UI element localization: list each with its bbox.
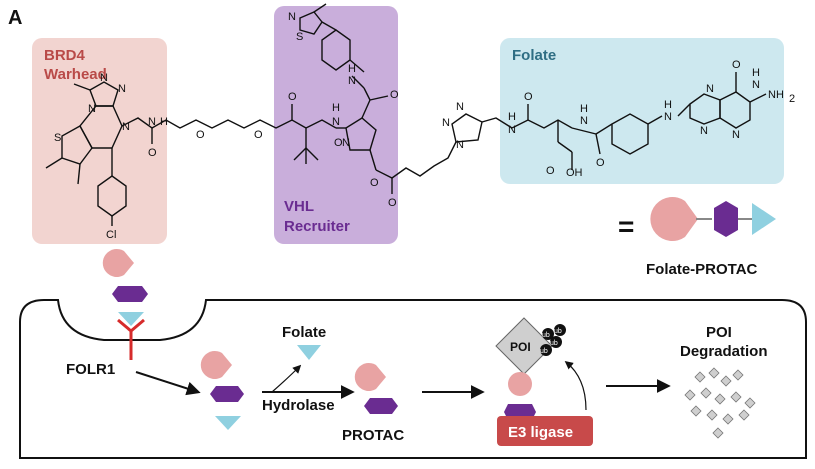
svg-text:N: N	[348, 75, 356, 87]
svg-text:N: N	[456, 139, 464, 151]
protac-pacman-icon	[354, 363, 386, 391]
e3-ligase-label: E3 ligase	[508, 424, 573, 441]
svg-text:N: N	[342, 137, 350, 149]
svg-text:O: O	[254, 129, 263, 141]
svg-text:Cl: Cl	[106, 229, 116, 241]
cell-membrane	[19, 299, 807, 459]
e3-ligase-box	[497, 416, 593, 446]
svg-text:H: H	[752, 67, 760, 79]
poi-fragments	[684, 367, 756, 439]
protac-label: PROTAC	[342, 427, 404, 444]
legend-triangle-icon	[752, 203, 776, 235]
svg-text:N: N	[88, 103, 96, 115]
svg-text:H: H	[664, 99, 672, 111]
vhl-region	[274, 6, 398, 244]
ub-icon	[554, 324, 566, 336]
vhl-title-line1: VHL	[284, 198, 314, 215]
folr1-label: FOLR1	[66, 361, 115, 378]
released-folate-triangle-icon	[297, 345, 321, 360]
svg-text:2: 2	[789, 93, 795, 105]
svg-text:N: N	[732, 129, 740, 141]
panel-letter: A	[8, 7, 22, 29]
legend-equals: =	[618, 211, 634, 242]
arrow-ubiquitination	[564, 360, 587, 411]
svg-text:N: N	[288, 11, 296, 23]
svg-text:O: O	[148, 147, 157, 159]
ub-icon	[540, 344, 552, 356]
svg-text:N: N	[700, 125, 708, 137]
svg-text:O: O	[388, 197, 397, 209]
ub-label: ub	[550, 340, 558, 347]
svg-text:OH: OH	[566, 167, 583, 179]
protac-hexagon-icon	[364, 398, 398, 414]
brd4-title-line2: Warhead	[44, 66, 107, 83]
folr1-receptor-arm-left	[117, 318, 132, 333]
svg-text:O: O	[546, 165, 555, 177]
top-hexagon-icon	[112, 286, 148, 302]
legend-label: Folate-PROTAC	[646, 261, 758, 278]
arrow-folate-release	[271, 364, 302, 393]
svg-text:N: N	[100, 72, 108, 84]
svg-text:O: O	[390, 89, 399, 101]
svg-text:N: N	[148, 116, 156, 128]
svg-text:H: H	[332, 102, 340, 114]
svg-text:O: O	[288, 91, 297, 103]
svg-text:N: N	[332, 116, 340, 128]
arrow-internalize	[135, 371, 201, 396]
ub-icon	[542, 328, 554, 340]
svg-text:N: N	[442, 117, 450, 129]
svg-text:H: H	[508, 111, 516, 123]
degradation-title-line1: POI	[706, 324, 732, 341]
top-triangle-icon	[118, 312, 144, 326]
svg-text:N: N	[580, 115, 588, 127]
svg-text:H: H	[348, 63, 356, 75]
svg-text:N: N	[118, 83, 126, 95]
svg-text:N: N	[706, 83, 714, 95]
svg-text:H: H	[160, 116, 168, 128]
brd4-region	[32, 38, 167, 244]
ub-label: ub	[540, 348, 548, 355]
internal-hexagon-icon	[210, 386, 244, 402]
svg-text:O: O	[596, 157, 605, 169]
legend-pacman-icon	[650, 197, 698, 241]
released-folate-label: Folate	[282, 324, 326, 341]
svg-text:N: N	[456, 101, 464, 113]
svg-text:O: O	[196, 129, 205, 141]
svg-text:N: N	[508, 124, 516, 136]
svg-text:O: O	[334, 137, 343, 149]
svg-text:O: O	[524, 91, 533, 103]
legend-hexagon-icon	[714, 201, 738, 237]
top-pacman-icon	[102, 249, 134, 278]
complex-pacman-icon	[508, 372, 532, 396]
ub-label: ub	[542, 332, 550, 339]
ub-label: ub	[554, 328, 562, 335]
atom-labels: N N N N S Cl O N H O O O N H O N O N H N…	[54, 11, 795, 241]
chemical-structure	[45, 3, 767, 226]
poi-label: POI	[510, 340, 531, 354]
internal-triangle-icon	[215, 416, 241, 430]
vhl-title-line2: Recruiter	[284, 218, 350, 235]
hydrolase-label: Hydrolase	[262, 397, 335, 414]
folate-title: Folate	[512, 47, 556, 64]
folate-region	[500, 38, 784, 184]
ub-icon	[550, 336, 562, 348]
svg-text:S: S	[296, 31, 303, 43]
svg-text:O: O	[732, 59, 741, 71]
svg-text:N: N	[752, 79, 760, 91]
svg-text:S: S	[54, 132, 61, 144]
brd4-title-line1: BRD4	[44, 47, 85, 64]
internal-pacman-icon	[200, 351, 232, 379]
svg-text:O: O	[370, 177, 379, 189]
svg-text:H: H	[580, 103, 588, 115]
svg-text:NH: NH	[768, 89, 784, 101]
svg-text:N: N	[664, 111, 672, 123]
svg-text:N: N	[122, 121, 130, 133]
folr1-receptor-arm-right	[130, 318, 145, 333]
degradation-title-line2: Degradation	[680, 343, 768, 360]
